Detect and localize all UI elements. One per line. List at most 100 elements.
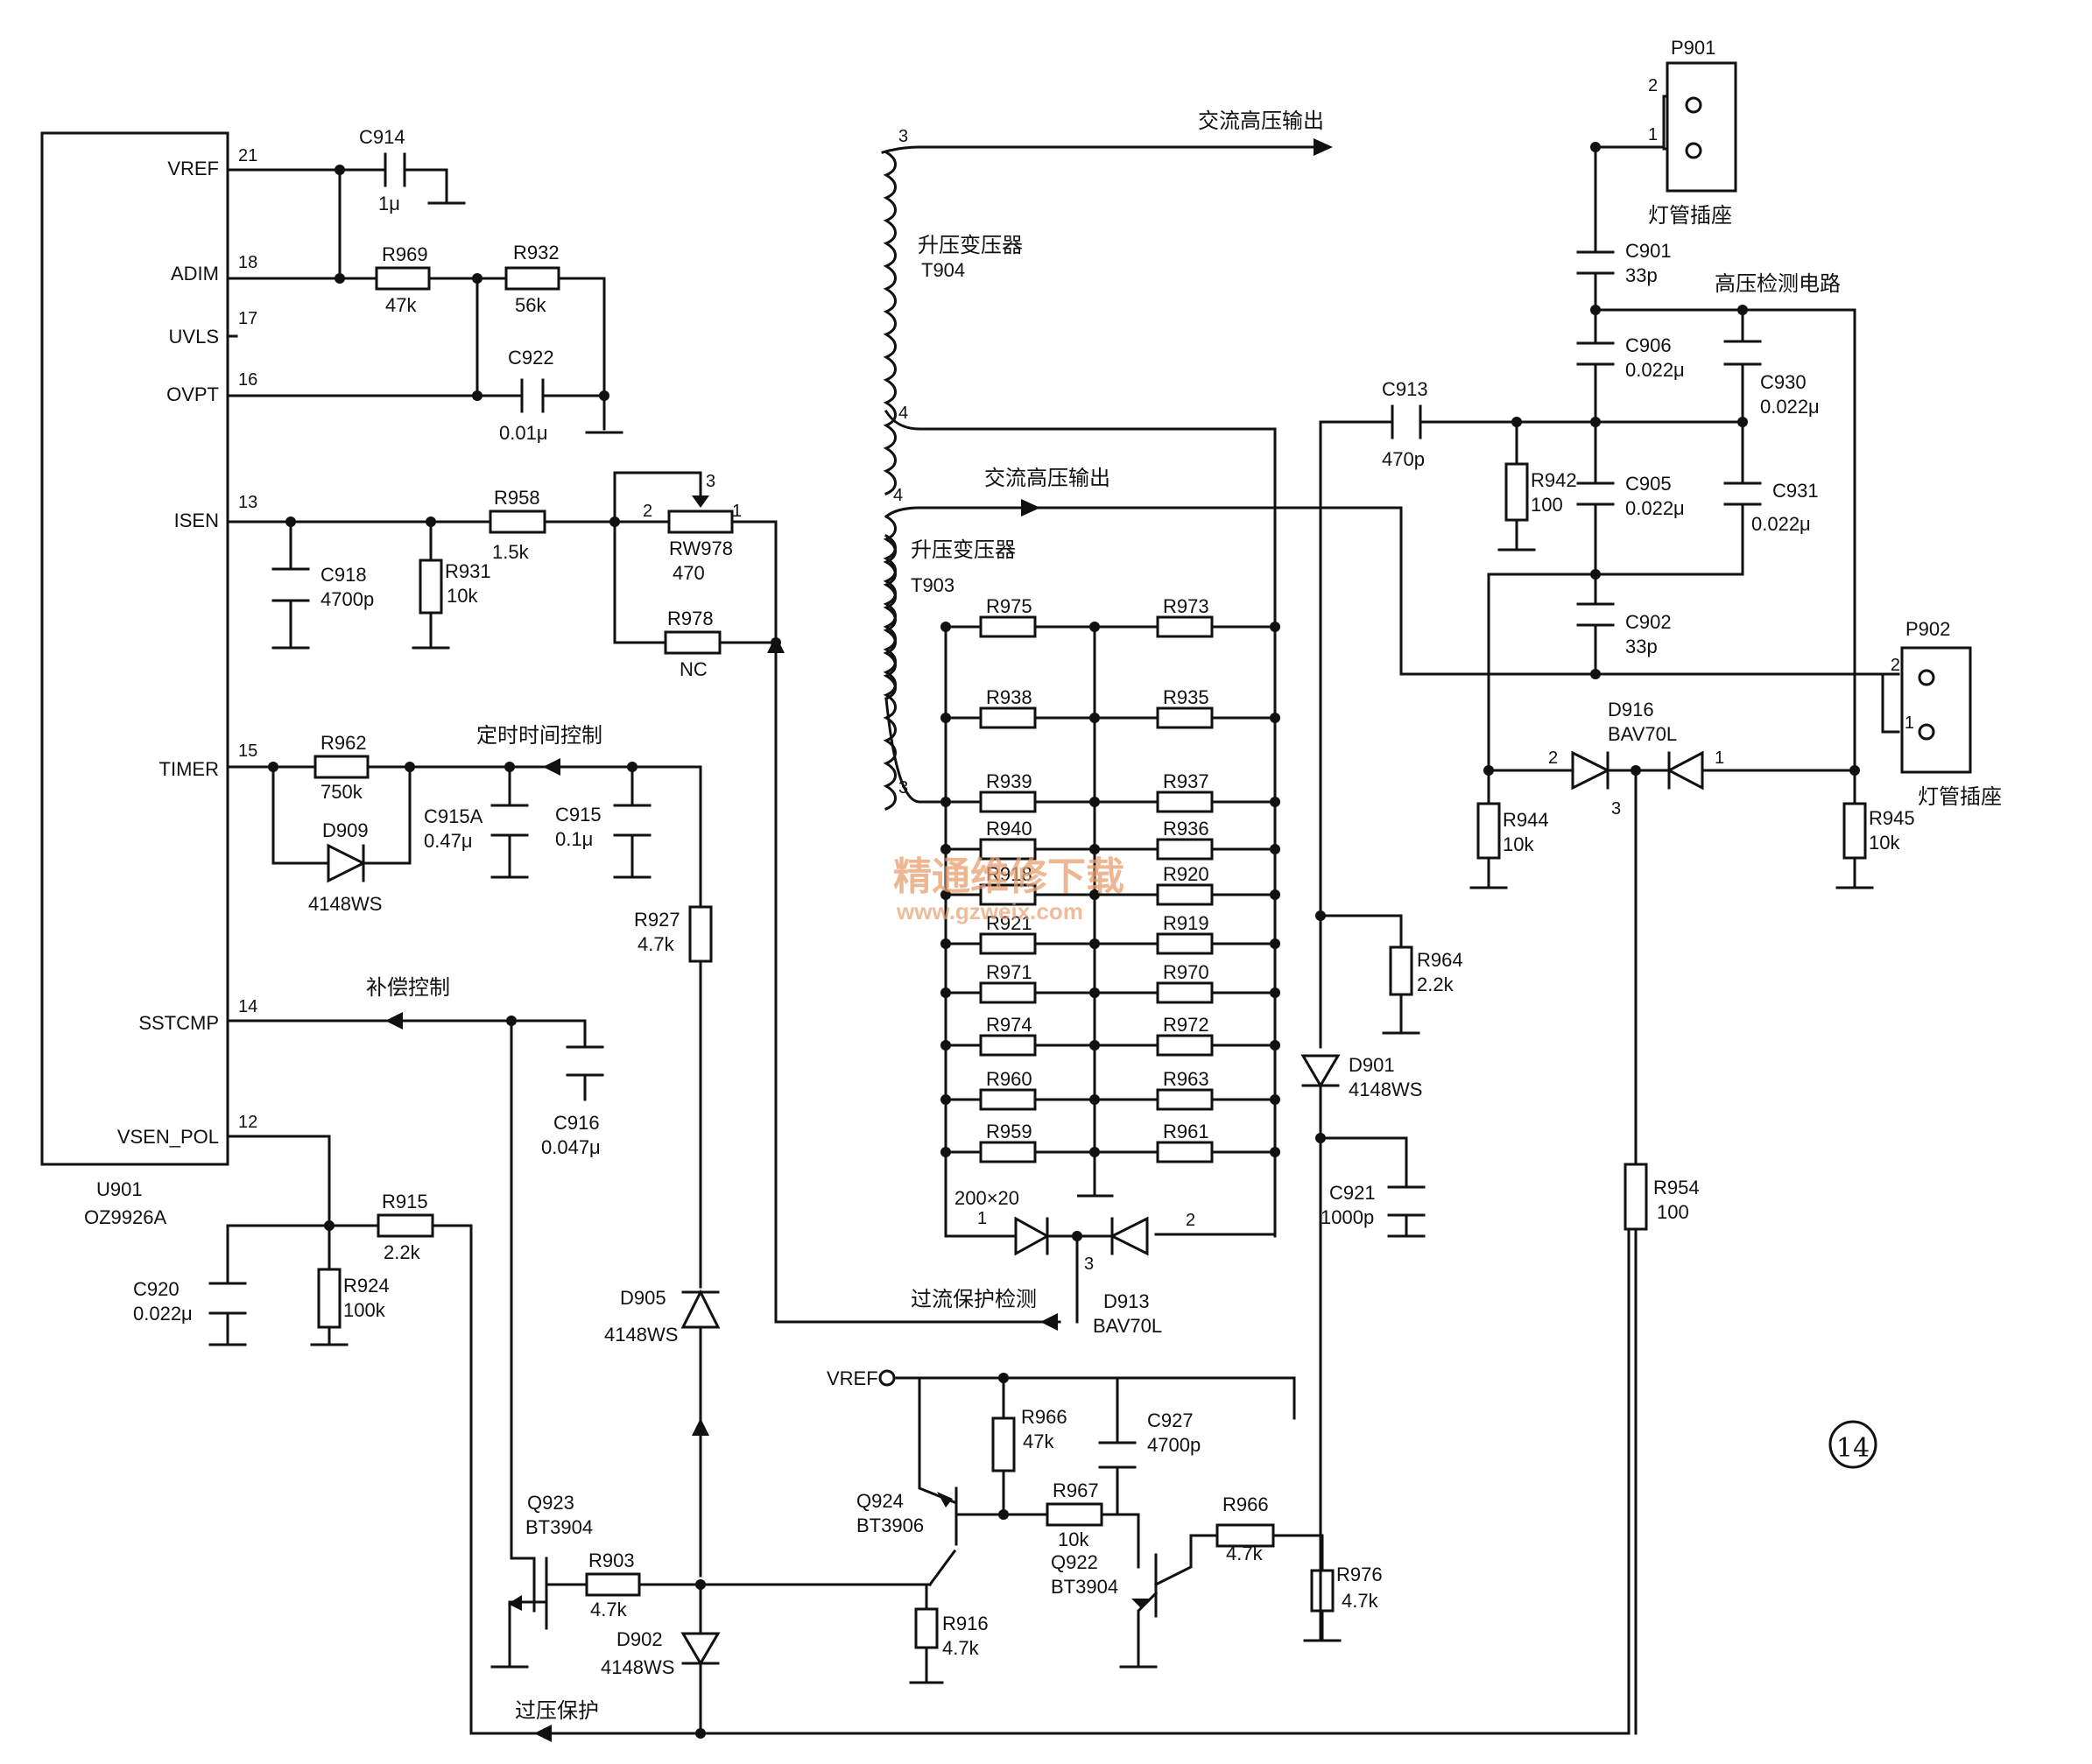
resistor-array-left [979,883,1037,906]
pin-number: 14 [238,997,257,1016]
svg-text:R976: R976 [1336,1564,1383,1585]
svg-text:T903: T903 [911,574,954,596]
svg-text:D905: D905 [620,1287,666,1309]
svg-text:C916: C916 [553,1112,600,1134]
svg-text:3: 3 [898,127,908,146]
svg-text:4148WS: 4148WS [601,1656,674,1678]
resistor-ref: R966 [1222,1493,1269,1515]
junction-dots [268,142,1860,1739]
svg-text:2: 2 [1891,656,1900,675]
svg-text:Q923: Q923 [527,1492,574,1514]
svg-text:4: 4 [893,486,903,505]
svg-text:4700p: 4700p [1147,1434,1201,1456]
resistor-r962: R962 750k [313,732,370,803]
svg-text:R958: R958 [494,487,540,509]
capacitor-c922: C922 0.01μ [499,347,554,444]
resistor-array-right [1156,791,1214,813]
ic-part: OZ9926A [84,1206,166,1228]
connector-p902: 2 1 P902 灯管插座 [1891,618,2002,809]
pin-name: ADIM [171,263,219,285]
svg-text:D913: D913 [1103,1290,1150,1312]
capacitor-c927: C927 4700p [1098,1409,1201,1469]
pin-number: 1 [977,1209,987,1228]
overvoltage-label: 过压保护 [515,1699,599,1723]
junction-dot [1270,622,1280,632]
svg-text:C918: C918 [320,564,367,586]
svg-text:R927: R927 [634,909,680,931]
pin-number: 3 [1084,1254,1094,1274]
resistor-r966: R966 4.7k [1215,1493,1275,1564]
hv-output-label-1: 交流高压输出 [1198,109,1324,133]
compensation-control-label: 补偿控制 [366,976,450,1000]
capacitor-c913: C913 470p [1382,378,1428,470]
ic-u901-body [40,131,229,1166]
svg-text:C905: C905 [1625,473,1672,495]
svg-text:D901: D901 [1349,1054,1395,1076]
junction-dot [609,517,620,527]
resistor-array-ref: R935 [1163,686,1209,708]
svg-text:1μ: 1μ [378,193,400,214]
diode-d916: 2 1 3 D916 BAV70L [1548,699,1724,819]
junction-dot [1315,1133,1326,1143]
svg-text:Q924: Q924 [856,1490,904,1512]
pin-number: 12 [238,1113,257,1132]
junction-dot [335,165,345,175]
junction-dot [1089,622,1100,632]
svg-text:1: 1 [732,502,742,521]
pin-name: SSTCMP [138,1012,219,1034]
pin-number: 17 [238,309,257,328]
diode-d901: D901 4148WS [1300,1054,1422,1100]
svg-text:10k: 10k [447,585,478,607]
page-mark: 14 [1836,1433,1870,1464]
junction-dot [940,987,951,998]
pin-number: 13 [238,493,257,512]
junction-dot [1089,987,1100,998]
svg-text:C915: C915 [555,804,602,826]
resistor-array-ref: R972 [1163,1014,1209,1036]
junction-dot [1270,889,1280,900]
svg-text:C921: C921 [1329,1182,1376,1204]
junction-dot [1590,669,1601,679]
svg-text:0.022μ: 0.022μ [1625,359,1685,381]
svg-text:R932: R932 [513,242,560,264]
resistor-array-right [1156,883,1214,906]
junction-dot [940,938,951,949]
svg-text:R931: R931 [445,560,491,582]
svg-text:R903: R903 [588,1550,635,1571]
svg-text:3: 3 [706,472,715,491]
capacitor-c931: C931 0.022μ [1723,480,1819,535]
resistor-array-ref: R974 [986,1014,1032,1036]
resistor-r967: R967 10k [1046,1479,1103,1550]
svg-text:P902: P902 [1905,618,1950,640]
svg-text:R967: R967 [1053,1479,1099,1501]
svg-text:100k: 100k [343,1299,386,1321]
capacitor-c918: C918 4700p [271,520,374,610]
ic-pins: VREF 21 ADIM 18 UVLS 17 OVPT 16 ISEN 13 … [117,146,257,1148]
wires-bottom [895,1376,1342,1684]
resistor-array-left [979,791,1037,813]
resistor-array-right [1156,981,1214,1004]
junction-dot [1590,569,1601,580]
svg-text:C930: C930 [1760,371,1807,393]
svg-text:4148WS: 4148WS [604,1324,678,1346]
svg-text:0.022μ: 0.022μ [133,1303,193,1325]
svg-text:0.01μ: 0.01μ [499,422,548,444]
pin-name: OVPT [166,383,219,405]
resistor-r976: R976 4.7k [1310,1564,1383,1613]
junction-dot [599,390,609,401]
capacitor-c905: C905 0.022μ [1576,473,1685,519]
resistor-r964: R964 2.2k [1389,945,1463,996]
svg-text:C931: C931 [1772,480,1819,502]
svg-text:BT3906: BT3906 [856,1515,924,1536]
junction-dot [1089,938,1100,949]
svg-text:C920: C920 [133,1278,180,1300]
junction-dot [627,762,637,772]
resistor-array-left [979,1034,1037,1057]
junction-dot [1089,1040,1100,1051]
svg-text:47k: 47k [385,294,417,316]
junction-dot [940,889,951,900]
resistor-array-left [979,838,1037,861]
junction-dot [940,1040,951,1051]
svg-text:BAV70L: BAV70L [1608,723,1677,745]
watermark-url: www.gzweix.com [896,898,1083,924]
